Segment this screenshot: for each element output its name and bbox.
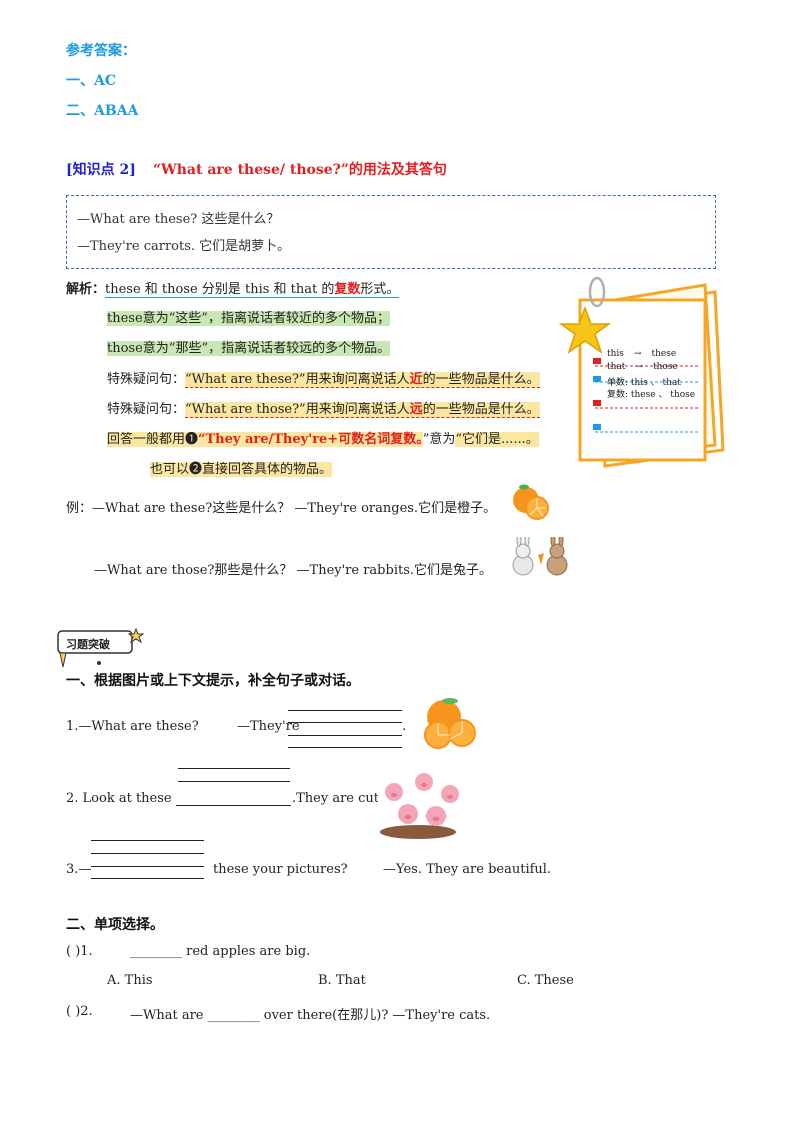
q2-blank-line-1[interactable]: [178, 768, 290, 769]
those-word: those: [107, 341, 143, 356]
rabbits-image: [505, 533, 575, 577]
q1-blank-line-4[interactable]: [288, 747, 402, 748]
mc1-question: ________ red apples are big.: [130, 944, 311, 959]
intro-a: these 和 those 分别是 this 和 that 的: [105, 282, 335, 297]
mc2-question: —What are ________ over there(在那儿)? —The…: [130, 1008, 491, 1023]
mc1-option-a[interactable]: A. This: [107, 973, 153, 988]
q1-answer-start: —They're: [237, 719, 300, 734]
answer-pattern-d: “它们是......。: [455, 432, 539, 447]
mc1-option-c[interactable]: C. These: [517, 973, 574, 988]
example-line-2: —They're carrots. 它们是胡萝卜。: [77, 239, 291, 254]
special-question-1: 特殊疑问句：“What are these?”用来询问离说话人近的一些物品是什么…: [107, 368, 540, 388]
note-row-2: that → those: [607, 362, 678, 372]
practice-badge-label: 习题突破: [66, 638, 110, 651]
intro-c: 形式。: [360, 282, 400, 297]
note-those: those: [652, 362, 678, 372]
oranges-image: [420, 695, 480, 750]
mc1-paren[interactable]: ( )1.: [66, 944, 93, 959]
q3-blank-line-2[interactable]: [91, 853, 204, 854]
pigs-image: [378, 770, 464, 840]
note-arrow-1: →: [633, 349, 642, 359]
rabbits-icon: [512, 533, 568, 576]
orange-image: [510, 482, 550, 522]
special-question-2: 特殊疑问句：“What are those?”用来询问离说话人远的一些物品是什么…: [107, 398, 540, 418]
answer-pattern-b: “They are/They're+可数名词复数。: [198, 432, 423, 447]
q2-a: “What are those?”用来询问离说话人: [185, 402, 410, 417]
intro-plural: 复数: [334, 282, 361, 297]
practice-badge: 习题突破: [54, 625, 145, 670]
oranges-icon: [424, 698, 476, 749]
q2-blank-line-2[interactable]: [178, 781, 290, 782]
answer-pattern: 回答一般都用❶“They are/They're+可数名词复数。”意为“它们是.…: [107, 428, 539, 447]
orange-icon: [513, 484, 549, 520]
q1-blank-line-1[interactable]: [288, 710, 402, 711]
q2-prompt: 2. Look at these: [66, 791, 172, 806]
those-desc: 意为“那些”，指离说话者较远的多个物品。: [142, 341, 391, 356]
q1-period: .: [402, 719, 407, 734]
answer-pattern-c: ”意为: [422, 432, 456, 447]
analysis-intro: 解析：these 和 those 分别是 this 和 that 的复数形式。: [66, 278, 400, 298]
q2-blank-line-3[interactable]: [176, 805, 291, 806]
q1-prompt: 1.—What are these?: [66, 719, 199, 734]
these-meaning: these意为“这些”，指离说话者较近的多个物品；: [107, 307, 390, 326]
answer-pattern-a: 回答一般都用❶: [107, 432, 199, 447]
note-card-illustration: this → these that → those 单数: this 、 that 复数…: [555, 270, 725, 470]
these-desc: 意为“这些”，指离说话者较近的多个物品；: [142, 311, 390, 326]
mc2-paren[interactable]: ( )2.: [66, 1004, 93, 1019]
note-row-3: 单数: this 、 that: [607, 378, 681, 388]
example-line-1: —What are these? 这些是什么？: [77, 212, 280, 227]
section-2-title: 二、单项选择。: [66, 917, 164, 933]
these-word: these: [107, 311, 143, 326]
q2-end: .They are cute.: [292, 791, 391, 806]
note-card-graphic: [558, 276, 725, 468]
example-box: [66, 195, 716, 269]
q1-text: “What are these?”用来询问离说话人近的一些物品是什么。: [185, 372, 540, 388]
q1-blank-line-3[interactable]: [288, 735, 402, 736]
note-row-4: 复数: these 、 those: [607, 390, 696, 400]
q3-reply: —Yes. They are beautiful.: [383, 862, 552, 877]
answer-alt-text: 也可以❷直接回答具体的物品。: [150, 462, 333, 477]
q2-far: 远: [409, 402, 423, 417]
answers-title: 参考答案：: [66, 43, 136, 59]
q1-label: 特殊疑问句：: [107, 372, 186, 387]
q1-near: 近: [409, 372, 423, 387]
those-meaning: those意为“那些”，指离说话者较远的多个物品。: [107, 337, 391, 356]
knowledge-tag: [知识点 2]: [66, 162, 136, 178]
answers-line-1: 一、AC: [66, 73, 117, 89]
q3-blank-line-3[interactable]: [91, 866, 204, 867]
note-arrow-2: →: [635, 362, 643, 372]
mc1-option-b[interactable]: B. That: [318, 973, 366, 988]
analysis-label: 解析：: [66, 282, 106, 297]
q3-prefix: 3.—: [66, 862, 92, 877]
note-these: these: [651, 349, 677, 359]
answers-line-2: 二、ABAA: [66, 103, 139, 119]
section-1-title: 一、根据图片或上下文提示，补全句子或对话。: [66, 673, 360, 689]
example-1: 例：—What are these?这些是什么？ —They're orange…: [66, 501, 497, 516]
q1-c: 的一些物品是什么。: [422, 372, 540, 387]
note-that: that: [607, 362, 626, 372]
note-this: this: [607, 349, 624, 359]
q2-label: 特殊疑问句：: [107, 402, 186, 417]
pigs-icon: [380, 773, 459, 839]
knowledge-title: “What are these/ those?”的用法及其答句: [152, 162, 447, 178]
q1-a: “What are these?”用来询问离说话人: [185, 372, 410, 387]
q1-blank-line-2[interactable]: [288, 722, 402, 723]
q2-c: 的一些物品是什么。: [422, 402, 540, 417]
answer-alt: 也可以❷直接回答具体的物品。: [150, 458, 333, 477]
analysis-intro-text: these 和 those 分别是 this 和 that 的复数形式。: [105, 282, 400, 298]
example-2: —What are those?那些是什么？ —They're rabbits.…: [94, 563, 493, 578]
q2-text: “What are those?”用来询问离说话人远的一些物品是什么。: [185, 402, 540, 418]
note-row-1: this → these: [607, 349, 676, 359]
q3-blank-line-1[interactable]: [91, 840, 204, 841]
q3-question: these your pictures?: [213, 862, 348, 877]
pencil-icon: [57, 627, 145, 668]
knowledge-heading: [知识点 2] “What are these/ those?”的用法及其答句: [66, 159, 447, 179]
q3-blank-line-4[interactable]: [91, 878, 204, 879]
